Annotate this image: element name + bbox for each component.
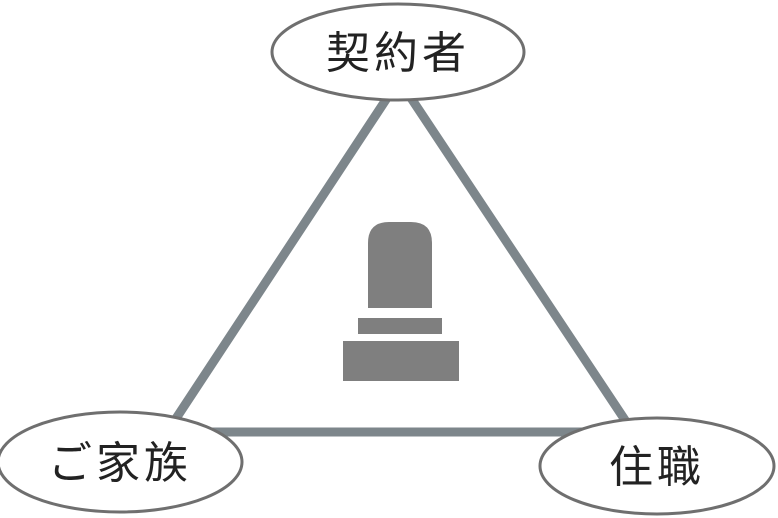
node-family-label: ご家族	[48, 438, 192, 489]
node-family-ellipse	[0, 410, 244, 514]
gravestone-step	[358, 318, 442, 334]
node-priest-label: 住職	[609, 442, 705, 493]
node-priest-ellipse	[538, 416, 776, 516]
node-contractor-ellipse	[270, 2, 526, 102]
gravestone-icon	[343, 222, 459, 381]
node-family: ご家族	[0, 410, 244, 514]
edge-top-to-right	[404, 90, 630, 425]
gravestone-base	[343, 341, 459, 381]
node-contractor: 契約者	[270, 2, 526, 102]
triangle-edges	[165, 90, 635, 437]
node-priest: 住職	[538, 416, 776, 516]
edge-top-to-left	[170, 90, 394, 425]
node-contractor-label: 契約者	[326, 28, 470, 79]
gravestone-head	[368, 222, 432, 308]
